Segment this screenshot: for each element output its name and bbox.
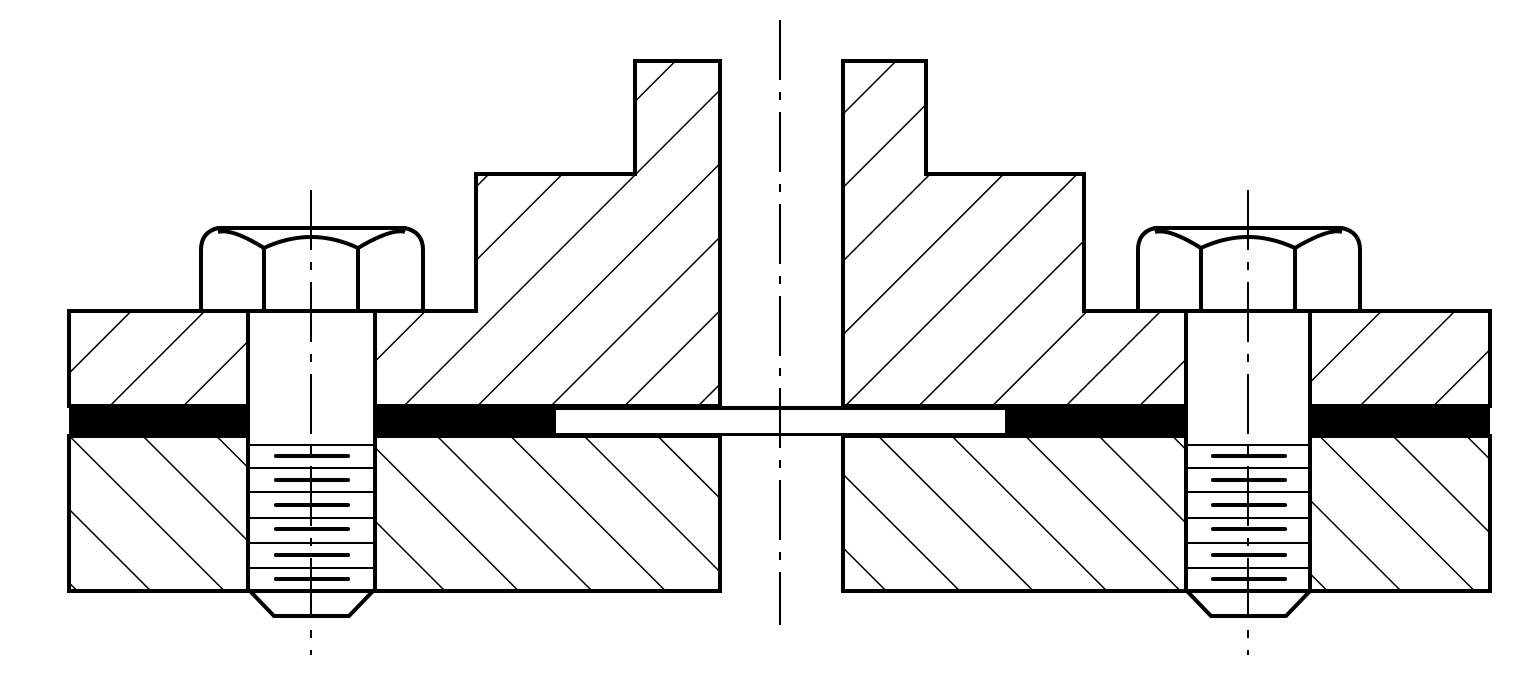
lower-flange bbox=[67, 434, 1492, 593]
central-bore bbox=[718, 20, 845, 625]
bolt-left bbox=[199, 190, 425, 655]
bolt-right bbox=[1136, 190, 1362, 655]
